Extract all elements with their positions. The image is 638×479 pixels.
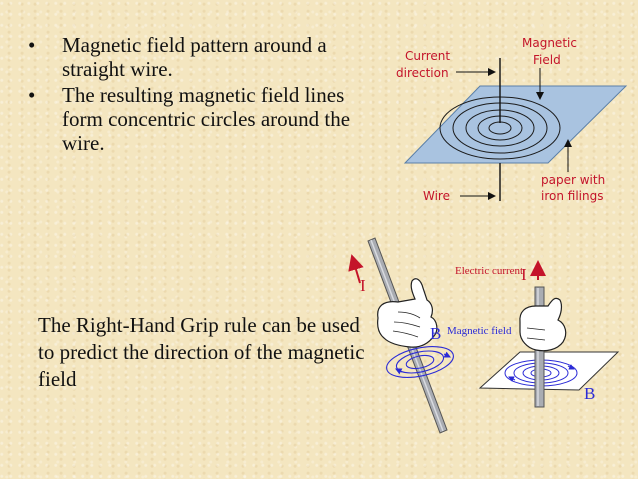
field-label-line1: Magnetic: [522, 36, 577, 50]
field-loops-left: [386, 346, 454, 378]
field-symbol-right: B: [584, 384, 595, 403]
bullet-marker: •: [28, 83, 36, 107]
current-label-line2: direction: [396, 66, 449, 80]
right-hand-right: [519, 297, 567, 352]
right-hand-grip-diagram: Electric current I I B Magnetic field B: [348, 237, 620, 434]
paper-label-line2: iron filings: [541, 189, 603, 203]
right-hand-grip-rule-text: The Right-Hand Grip rule can be used to …: [38, 313, 365, 391]
bullet-text: The resulting magnetic field lines form …: [62, 83, 351, 155]
current-arrow-left: [348, 254, 364, 284]
bullet-item: • Magnetic field pattern around a straig…: [28, 33, 368, 81]
field-symbol-left: B: [430, 324, 441, 343]
bullet-list: • Magnetic field pattern around a straig…: [28, 33, 368, 157]
electric-current-label: Electric current: [455, 265, 523, 277]
bullet-text: Magnetic field pattern around a straight…: [62, 33, 327, 81]
wire-field-diagram: Current direction Magnetic Field Wire pa…: [396, 36, 628, 203]
current-label-line1: Current: [405, 49, 450, 63]
current-symbol-right: I: [521, 265, 527, 284]
paper-label-line1: paper with: [541, 173, 605, 187]
bullet-item: • The resulting magnetic field lines for…: [28, 83, 368, 155]
wire-label: Wire: [423, 189, 450, 203]
magnetic-field-label: Magnetic field: [447, 325, 512, 337]
current-symbol-left: I: [360, 276, 366, 295]
field-label-line2: Field: [533, 53, 561, 67]
bullet-marker: •: [28, 33, 36, 57]
